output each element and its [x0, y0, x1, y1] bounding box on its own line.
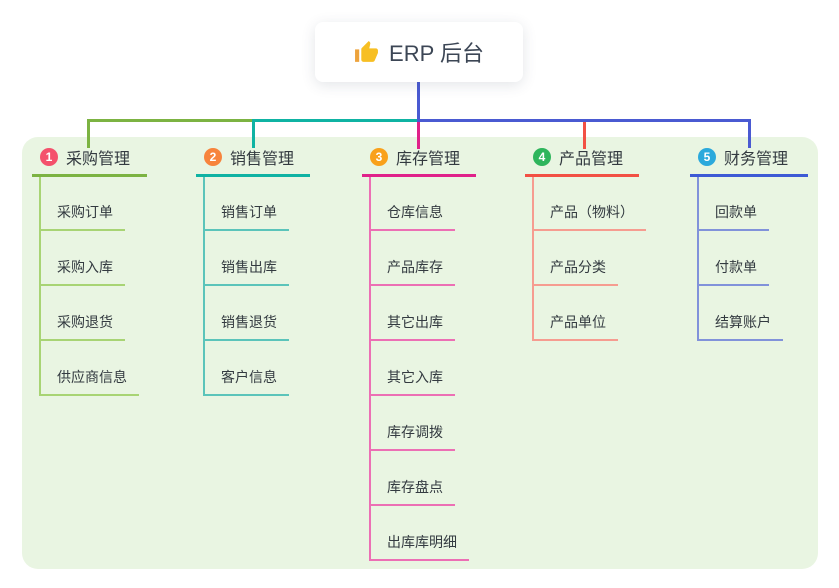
branch-title-sales[interactable]: 2 销售管理	[196, 147, 310, 177]
child-node[interactable]: 库存盘点	[369, 477, 455, 506]
branch-title-purchase[interactable]: 1 采购管理	[32, 147, 147, 177]
child-node[interactable]: 结算账户	[697, 312, 783, 341]
connector-drop-product	[583, 122, 586, 149]
child-label: 结算账户	[715, 314, 771, 330]
branch-title-finance[interactable]: 5 财务管理	[690, 147, 808, 177]
branch-stem-sales	[203, 177, 205, 396]
child-node[interactable]: 供应商信息	[39, 367, 139, 396]
child-node[interactable]: 产品（物料）	[532, 202, 646, 231]
connector-root-stem	[417, 82, 420, 122]
child-label: 仓库信息	[387, 204, 443, 220]
child-node[interactable]: 销售出库	[203, 257, 289, 286]
child-label: 采购退货	[57, 314, 113, 330]
child-node[interactable]: 客户信息	[203, 367, 289, 396]
child-label: 产品（物料）	[550, 204, 634, 220]
child-label: 销售订单	[221, 204, 277, 220]
branch-label: 销售管理	[230, 151, 295, 168]
root-label: ERP 后台	[389, 41, 484, 66]
branch-badge: 4	[533, 148, 551, 166]
branch-label: 采购管理	[66, 151, 131, 168]
child-label: 库存盘点	[387, 479, 443, 495]
child-node[interactable]: 销售退货	[203, 312, 289, 341]
branch-badge: 2	[204, 148, 222, 166]
branch-label: 产品管理	[559, 151, 624, 168]
child-node[interactable]: 销售订单	[203, 202, 289, 231]
connector-drop-inventory	[417, 122, 420, 149]
child-label: 库存调拨	[387, 424, 443, 440]
child-node[interactable]: 采购订单	[39, 202, 125, 231]
child-label: 产品库存	[387, 259, 443, 275]
branch-title-product[interactable]: 4 产品管理	[525, 147, 639, 177]
root-node[interactable]: ERP 后台	[315, 22, 523, 82]
branch-stem-finance	[697, 177, 699, 341]
child-node[interactable]: 产品单位	[532, 312, 618, 341]
branch-stem-product	[532, 177, 534, 341]
child-node[interactable]: 回款单	[697, 202, 769, 231]
child-label: 回款单	[715, 204, 757, 220]
connector-bus-blue	[417, 119, 751, 122]
branch-title-inventory[interactable]: 3 库存管理	[362, 147, 476, 177]
child-node[interactable]: 采购入库	[39, 257, 125, 286]
connector-drop-finance	[748, 119, 751, 148]
branch-badge: 1	[40, 148, 58, 166]
branch-badge: 5	[698, 148, 716, 166]
child-label: 其它入库	[387, 369, 443, 385]
child-node[interactable]: 库存调拨	[369, 422, 455, 451]
child-node[interactable]: 仓库信息	[369, 202, 455, 231]
connector-drop-purchase	[87, 119, 90, 148]
child-node[interactable]: 出库库明细	[369, 532, 469, 561]
child-label: 付款单	[715, 259, 757, 275]
child-label: 产品分类	[550, 259, 606, 275]
child-node[interactable]: 其它出库	[369, 312, 455, 341]
background-panel	[22, 137, 818, 569]
child-label: 客户信息	[221, 369, 277, 385]
branch-stem-purchase	[39, 177, 41, 396]
child-node[interactable]: 其它入库	[369, 367, 455, 396]
child-label: 供应商信息	[57, 369, 127, 385]
connector-bus-teal	[252, 119, 419, 122]
child-node[interactable]: 采购退货	[39, 312, 125, 341]
child-label: 产品单位	[550, 314, 606, 330]
child-label: 其它出库	[387, 314, 443, 330]
connector-drop-sales	[252, 119, 255, 148]
child-label: 出库库明细	[387, 534, 457, 550]
child-label: 销售退货	[221, 314, 277, 330]
child-node[interactable]: 产品库存	[369, 257, 455, 286]
child-label: 销售出库	[221, 259, 277, 275]
branch-label: 财务管理	[724, 151, 789, 168]
branch-badge: 3	[370, 148, 388, 166]
child-node[interactable]: 产品分类	[532, 257, 618, 286]
branch-stem-inventory	[369, 177, 371, 561]
connector-bus-green	[87, 119, 253, 122]
child-label: 采购入库	[57, 259, 113, 275]
branch-label: 库存管理	[396, 151, 461, 168]
child-node[interactable]: 付款单	[697, 257, 769, 286]
thumbs-up-icon	[354, 40, 379, 65]
child-label: 采购订单	[57, 204, 113, 220]
